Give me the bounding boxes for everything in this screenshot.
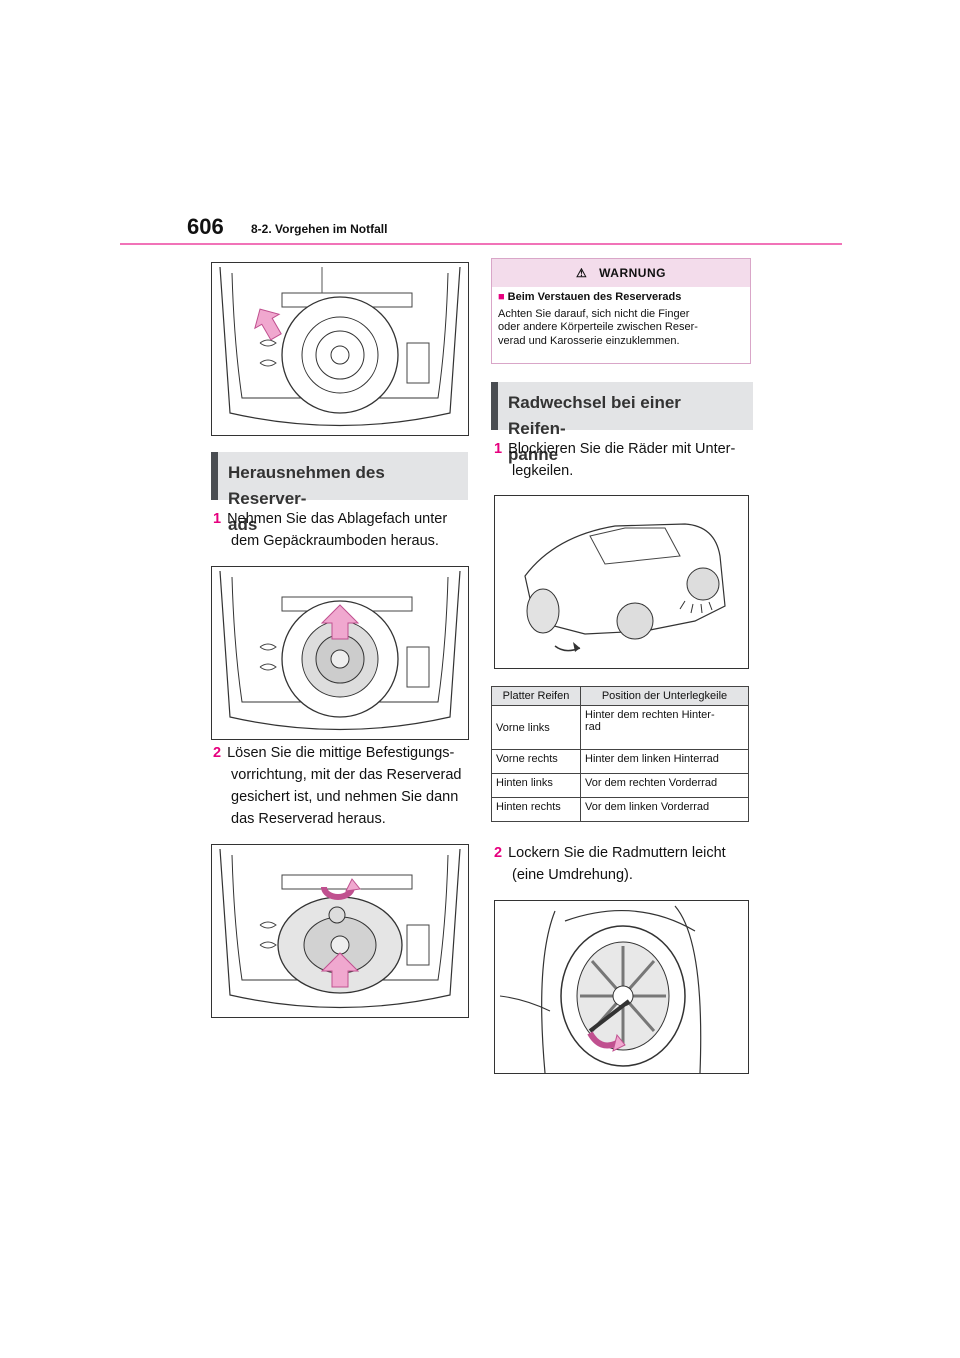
square-bullet-icon: ■ [498, 291, 505, 303]
table-cell: Hinten links [491, 773, 581, 798]
table-row: Hinten rechts Vor dem linken Vorderrad [491, 797, 749, 822]
figure-remove-wheel [211, 844, 469, 1018]
table-cell: Hinter dem rechten Hinter-rad [580, 705, 749, 750]
table-header-cell: Platter Reifen [491, 686, 581, 706]
table-cell: Hinter dem linken Hinterrad [580, 749, 749, 774]
figure-car-chock [494, 495, 749, 669]
warning-subtitle: ■Beim Verstauen des Reserverads [498, 291, 682, 303]
table-row: Hinten links Vor dem rechten Vorderrad [491, 773, 749, 798]
section-title: 8-2. Vorgehen im Notfall [251, 222, 388, 236]
table-cell: Hinten rechts [491, 797, 581, 822]
table-header-row: Platter Reifen Position der Unterlegkeil… [491, 686, 749, 706]
page-number: 606 [187, 214, 224, 239]
table-cell: Vorne rechts [491, 749, 581, 774]
step-number: 1 [213, 511, 222, 527]
table-header-cell: Position der Unterlegkeile [580, 686, 749, 706]
heading-tire-change: Radwechsel bei einer Reifen- panne [491, 382, 753, 464]
table-row: Vorne rechts Hinter dem linken Hinterrad [491, 749, 749, 774]
figure-trunk-tray [211, 262, 469, 436]
table-cell: Vorne links [491, 705, 581, 750]
figure-trunk-spare [211, 566, 469, 740]
warning-body: ■Beim Verstauen des Reserverads Achten S… [492, 287, 750, 352]
table-cell: Vor dem rechten Vorderrad [580, 773, 749, 798]
warning-icon: ⚠ [576, 266, 588, 280]
step-number: 2 [494, 845, 503, 861]
step-number: 2 [213, 745, 222, 761]
header-rule [120, 243, 842, 245]
warning-header: ⚠ WARNUNG [492, 259, 750, 287]
table-row: Vorne links Hinter dem rechten Hinter-ra… [491, 705, 749, 750]
heading-remove-spare: Herausnehmen des Reserver- ads [211, 452, 468, 534]
figure-lug-wrench [494, 900, 749, 1074]
step-number: 1 [494, 441, 503, 457]
table-cell: Vor dem linken Vorderrad [580, 797, 749, 822]
chock-position-table: Platter Reifen Position der Unterlegkeil… [491, 686, 749, 822]
warning-box: ⚠ WARNUNG ■Beim Verstauen des Reserverad… [491, 258, 751, 364]
